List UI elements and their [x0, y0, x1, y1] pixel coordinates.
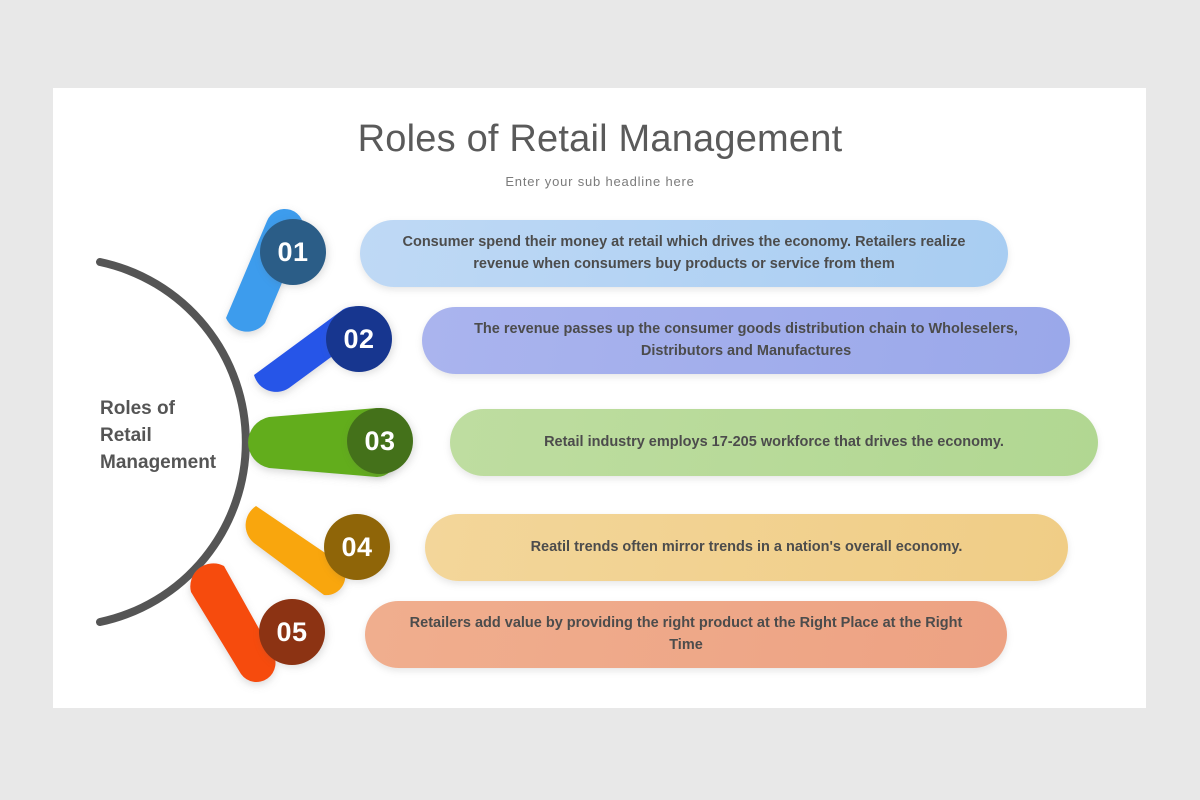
center-label-line-1: Roles of — [100, 398, 175, 419]
step-badge-01[interactable]: 01 — [260, 219, 326, 285]
info-card-text-02: The revenue passes up the consumer goods… — [474, 321, 1018, 359]
info-card-05[interactable]: Retailers add value by providing the rig… — [365, 601, 1007, 668]
step-badge-04[interactable]: 04 — [324, 514, 390, 580]
tapered-bar-05 — [190, 563, 276, 683]
circle-arc — [96, 258, 250, 626]
step-badge-02[interactable]: 02 — [326, 306, 392, 372]
info-card-text-01: Consumer spend their money at retail whi… — [402, 234, 966, 272]
info-card-01[interactable]: Consumer spend their money at retail whi… — [360, 220, 1008, 287]
step-badge-05[interactable]: 05 — [259, 599, 325, 665]
info-card-03[interactable]: Retail industry employs 17-205 workforce… — [450, 409, 1098, 476]
center-label: Roles of Retail Management — [100, 396, 275, 477]
info-card-text-05: Retailers add value by providing the rig… — [409, 615, 963, 653]
page-subtitle: Enter your sub headline here — [505, 174, 695, 189]
info-card-04[interactable]: Reatil trends often mirror trends in a n… — [425, 514, 1068, 581]
center-label-line-2: Retail — [100, 424, 152, 446]
step-badge-03[interactable]: 03 — [347, 408, 413, 474]
tapered-bar-04 — [245, 506, 346, 596]
center-label-line-3: Management — [100, 451, 217, 473]
info-card-text-04: Reatil trends often mirror trends in a n… — [530, 538, 963, 555]
info-card-text-03: Retail industry employs 17-205 workforce… — [544, 433, 1004, 450]
page-title: Roles of Retail Management — [357, 118, 843, 160]
info-card-02[interactable]: The revenue passes up the consumer goods… — [422, 307, 1070, 374]
